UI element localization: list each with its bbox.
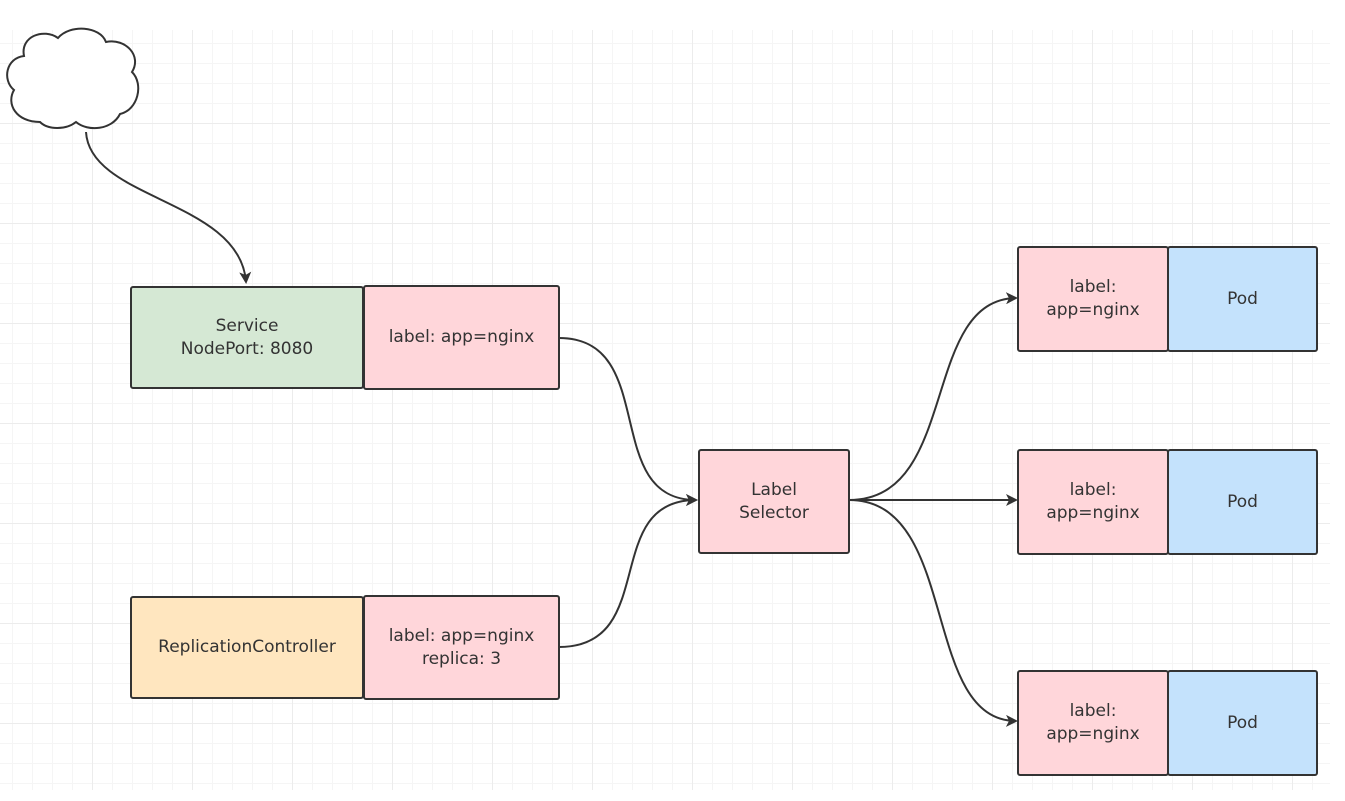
connector-cloud-to-service [85, 131, 252, 284]
rc-label-box[interactable]: label: app=nginx replica: 3 [363, 595, 560, 700]
label-selector-box[interactable]: Label Selector [698, 449, 850, 554]
connector-selector-to-pod-3 [848, 499, 1018, 727]
connector-selector-to-pod-1 [848, 292, 1018, 501]
connector-service-to-selector [558, 337, 698, 506]
cloud-icon [6, 27, 140, 130]
pod-3-label-box[interactable]: label: app=nginx [1017, 670, 1169, 776]
service-label-box[interactable]: label: app=nginx [363, 285, 560, 390]
pod-2-box[interactable]: Pod [1167, 449, 1318, 555]
connector-rc-to-selector [558, 494, 698, 648]
replication-controller-box[interactable]: ReplicationController [130, 596, 364, 699]
pod-1-label-box[interactable]: label: app=nginx [1017, 246, 1169, 352]
service-box[interactable]: Service NodePort: 8080 [130, 286, 364, 389]
pod-2-label-box[interactable]: label: app=nginx [1017, 449, 1169, 555]
pod-3-box[interactable]: Pod [1167, 670, 1318, 776]
pod-1-box[interactable]: Pod [1167, 246, 1318, 352]
